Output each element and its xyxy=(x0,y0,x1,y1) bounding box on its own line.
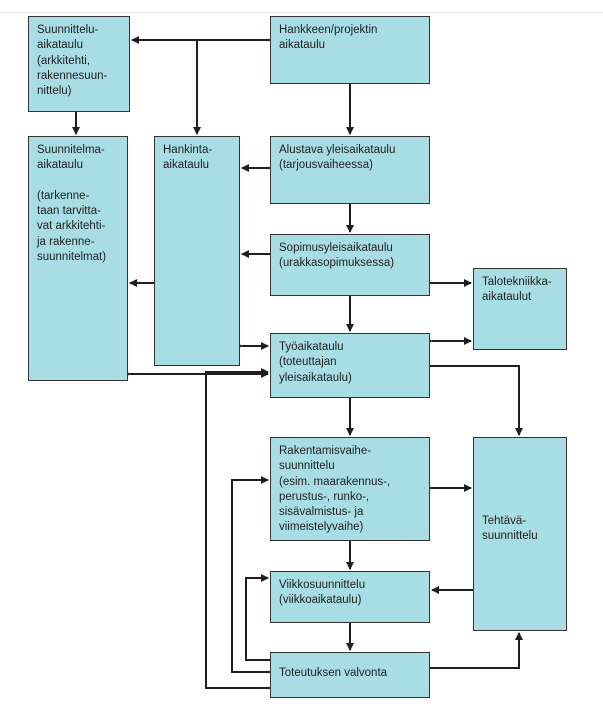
suunnitelmaaikataulu-box: Suunnitelma- aikataulu (tarkenne- taan t… xyxy=(28,136,128,381)
rakentamisvaihesuunnittelu-box: Rakentamisvaihe- suunnittelu (esim. maar… xyxy=(270,437,430,541)
viikkosuunnittelu-label: Viikkosuunnittelu (viikkoaikataulu) xyxy=(279,579,366,607)
arrow-feedback-to-rakent xyxy=(231,476,270,673)
alustava-yleisaikataulu-box: Alustava yleisaikataulu (tarjousvaiheess… xyxy=(270,136,430,204)
toteutuksen-valvonta-box: Toteutuksen valvonta xyxy=(270,652,430,698)
viikkosuunnittelu-box: Viikkosuunnittelu (viikkoaikataulu) xyxy=(270,571,430,623)
talotekniikka-aikataulut-label: Talotekniikka- aikataulut xyxy=(482,276,552,304)
arrow-tyo-to-tehtava xyxy=(430,365,523,436)
tyoaikataulu-box: Työaikataulu (toteuttajan yleisaikataulu… xyxy=(270,333,430,398)
tehtavasuunnittelu-label: Tehtävä- suunnittelu xyxy=(482,515,538,543)
tyoaikataulu-label: Työaikataulu (toteuttajan yleisaikataulu… xyxy=(279,341,352,384)
suunnitelmaaikataulu-label: Suunnitelma- aikataulu (tarkenne- taan t… xyxy=(37,144,107,263)
rakentamisvaihesuunnittelu-label: Rakentamisvaihe- suunnittelu (esim. maar… xyxy=(279,445,391,534)
hankkeen-projektin-aikataulu-label: Hankkeen/projektin aikataulu xyxy=(279,24,378,52)
tehtavasuunnittelu-box: Tehtävä- suunnittelu xyxy=(473,437,567,631)
arrow-feedback-to-viikko xyxy=(245,574,270,661)
hankinta-aikataulu-box: Hankinta- aikataulu xyxy=(154,136,240,366)
hankinta-aikataulu-label: Hankinta- aikataulu xyxy=(163,144,213,172)
sopimusyleisaikataulu-box: Sopimusyleisaikataulu (urakkasopimuksess… xyxy=(270,234,430,296)
arrow-toteutus-to-tehtava xyxy=(430,632,523,669)
toteutuksen-valvonta-label: Toteutuksen valvonta xyxy=(279,667,388,679)
suunnitteluaikataulu-box: Suunnittelu- aikataulu (arkkitehti, rake… xyxy=(28,16,130,112)
talotekniikka-aikataulut-box: Talotekniikka- aikataulut xyxy=(473,268,567,350)
sopimusyleisaikataulu-label: Sopimusyleisaikataulu (urakkasopimuksess… xyxy=(279,242,395,270)
suunnitteluaikataulu-label: Suunnittelu- aikataulu (arkkitehti, rake… xyxy=(37,24,108,98)
top-divider xyxy=(0,12,603,13)
alustava-yleisaikataulu-label: Alustava yleisaikataulu (tarjousvaiheess… xyxy=(279,144,396,172)
hankkeen-projektin-aikataulu-box: Hankkeen/projektin aikataulu xyxy=(270,16,430,84)
arrow-feedback-to-tyo xyxy=(205,368,270,689)
